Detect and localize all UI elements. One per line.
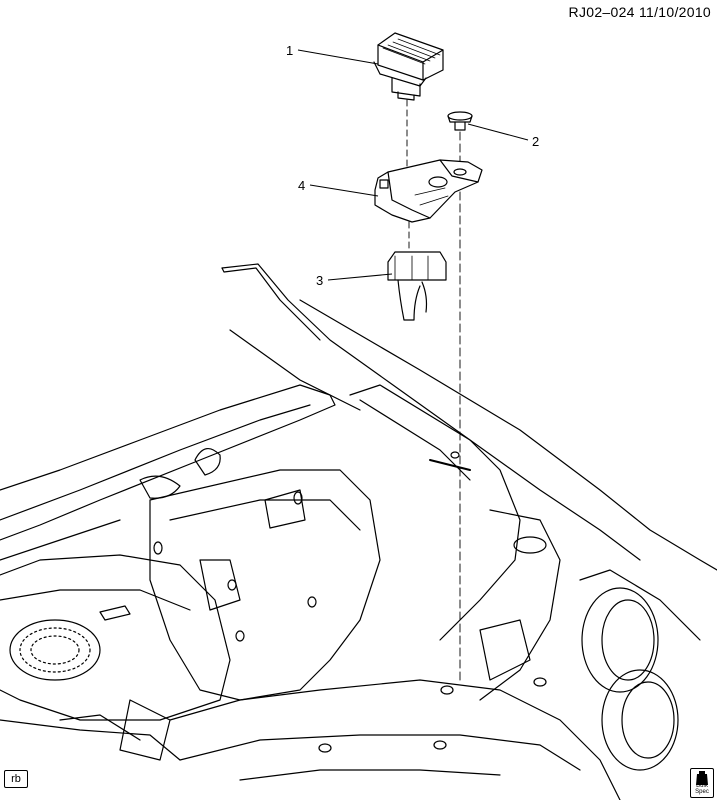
part-1-module <box>373 32 444 101</box>
leader-line-4 <box>309 184 379 197</box>
part-4-bracket <box>374 159 483 223</box>
spec-icon: Bulk Spec <box>690 768 714 798</box>
diagram-date: 11/10/2010 <box>638 4 711 20</box>
callout-2: 2 <box>532 134 539 149</box>
callout-3: 3 <box>316 273 323 288</box>
leader-line-1 <box>297 49 379 65</box>
callout-1: 1 <box>286 43 293 58</box>
part-2-bolt <box>447 111 473 131</box>
diagram-code: RJ02–024 <box>568 4 635 20</box>
diagram-header: RJ02–024 11/10/2010 <box>569 4 711 20</box>
corner-label-box: rb <box>4 770 28 788</box>
container-icon <box>696 771 708 785</box>
leader-line-3 <box>327 273 393 281</box>
leader-line-2 <box>467 123 529 141</box>
part-3-connector <box>387 251 447 321</box>
spec-label: Bulk Spec <box>695 783 709 795</box>
callout-4: 4 <box>298 178 305 193</box>
